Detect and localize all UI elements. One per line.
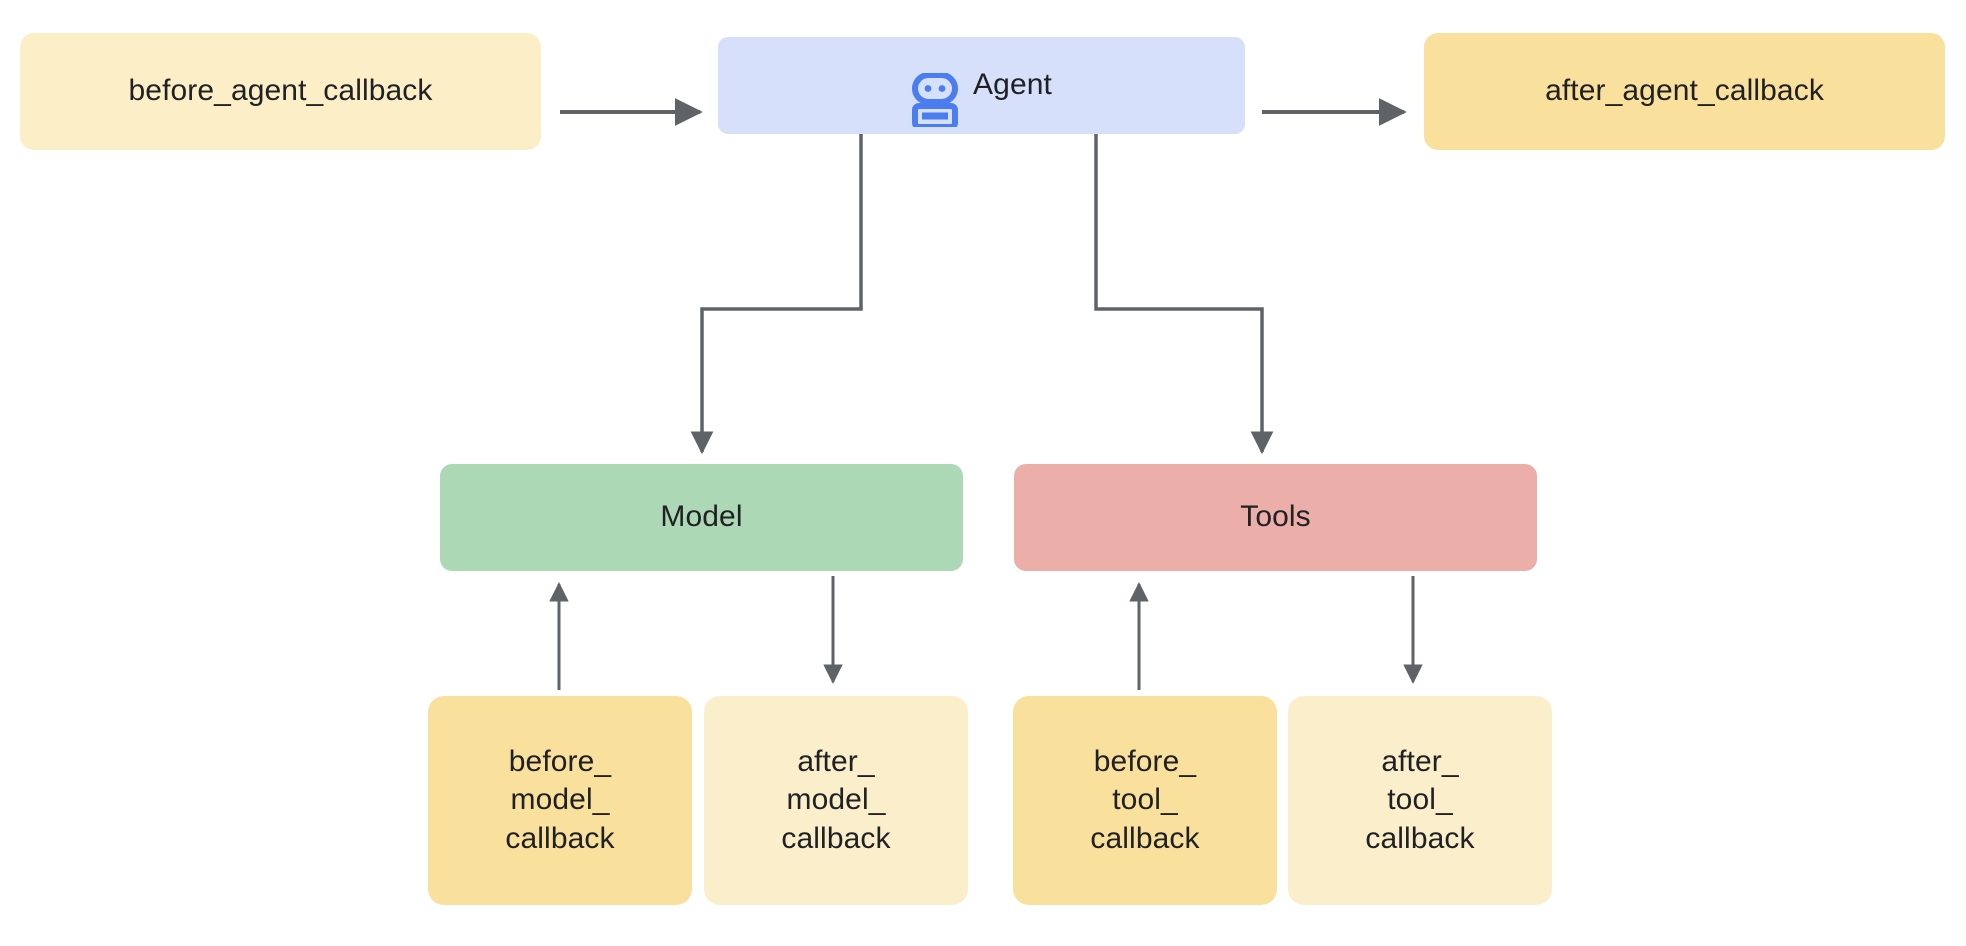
node-before-tool-callback[interactable]: before_ tool_ callback — [1013, 696, 1277, 905]
node-model[interactable]: Model — [440, 464, 963, 571]
node-model-label: Model — [660, 500, 743, 534]
node-before-model-callback-label: before_ model_ callback — [505, 744, 615, 855]
node-before-tool-callback-label: before_ tool_ callback — [1090, 744, 1200, 855]
node-before-agent-callback[interactable]: before_agent_callback — [20, 33, 541, 150]
node-before-agent-callback-label: before_agent_callback — [128, 74, 433, 108]
node-after-agent-callback-label: after_agent_callback — [1545, 74, 1824, 108]
node-after-tool-callback[interactable]: after_ tool_ callback — [1288, 696, 1552, 905]
node-after-model-callback-label: after_ model_ callback — [781, 744, 891, 855]
edge-agent-to-model — [690, 134, 863, 455]
node-before-model-callback[interactable]: before_ model_ callback — [428, 696, 692, 905]
node-after-tool-callback-label: after_ tool_ callback — [1365, 744, 1475, 855]
node-agent-label: Agent — [973, 68, 1052, 102]
robot-icon — [911, 34, 959, 137]
node-tools[interactable]: Tools — [1014, 464, 1537, 571]
edge-agent-to-tools — [1094, 134, 1274, 455]
node-after-agent-callback[interactable]: after_agent_callback — [1424, 33, 1945, 150]
node-tools-label: Tools — [1240, 500, 1311, 534]
node-agent[interactable]: Agent — [718, 37, 1245, 134]
node-after-model-callback[interactable]: after_ model_ callback — [704, 696, 968, 905]
